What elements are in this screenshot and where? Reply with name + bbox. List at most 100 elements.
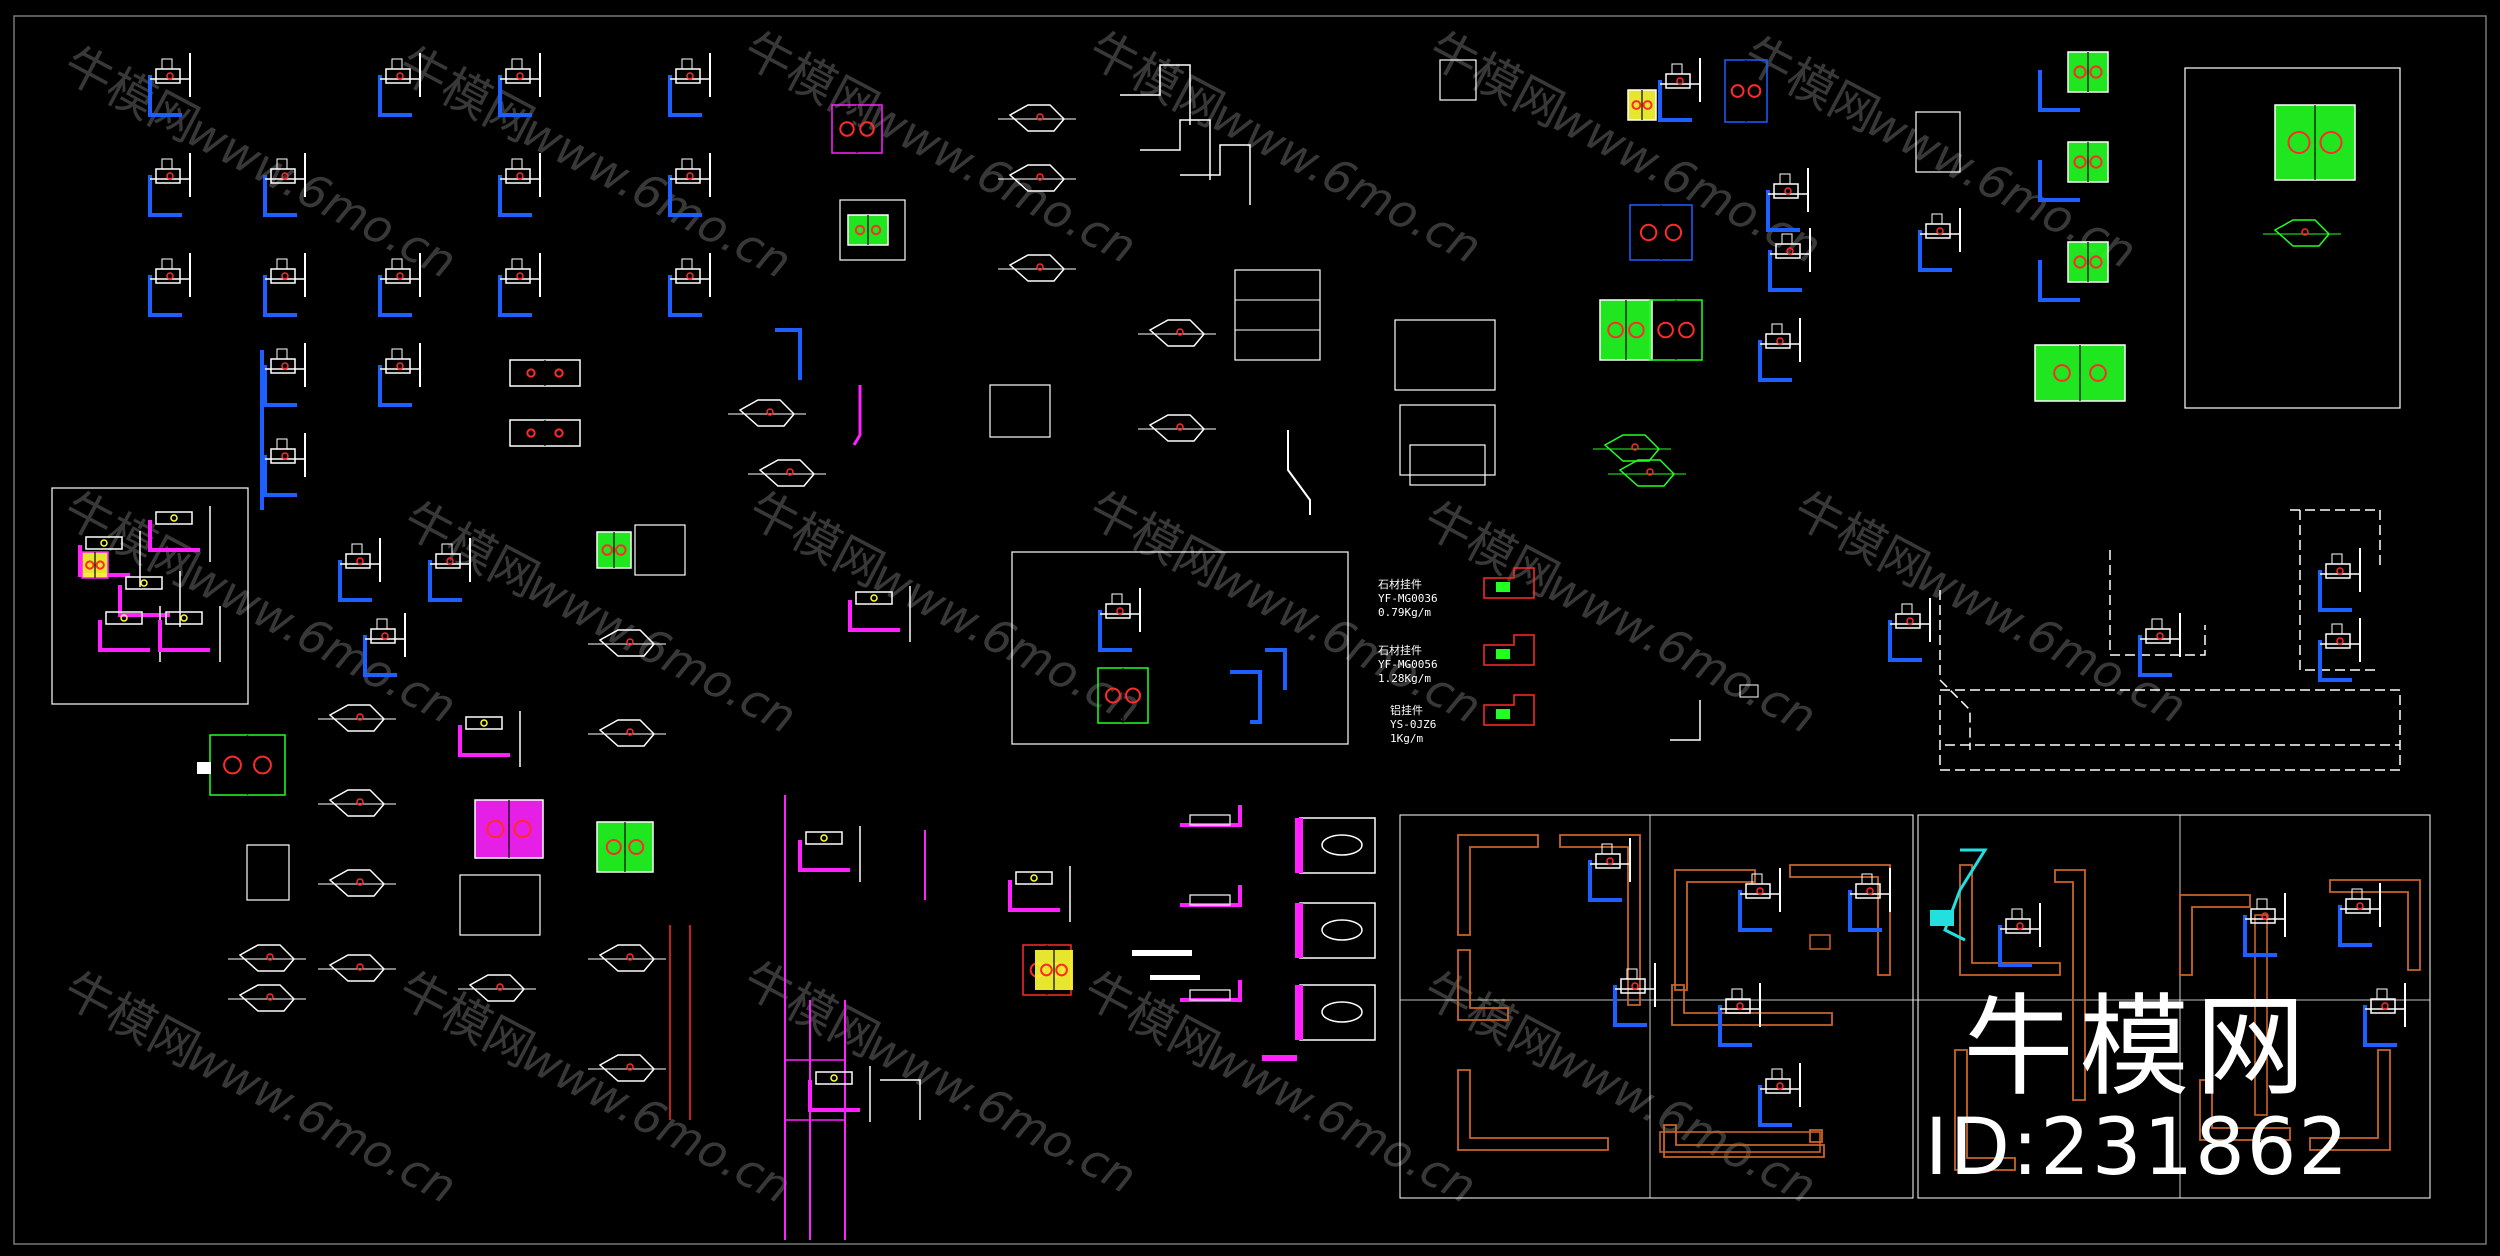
anchor-plate xyxy=(81,551,109,579)
anchor-plate xyxy=(2067,141,2109,183)
stone-corner-section xyxy=(1457,949,1509,1021)
bracket-detail xyxy=(148,253,191,317)
stone-corner-section xyxy=(1671,984,1833,1026)
connector-detail xyxy=(228,944,306,972)
bracket-detail xyxy=(2318,618,2361,682)
bracket-detail xyxy=(148,53,191,117)
t-bracket-detail xyxy=(798,826,861,882)
bracket-detail xyxy=(378,253,421,317)
connector-detail xyxy=(1138,414,1216,442)
bracket-detail xyxy=(2338,883,2381,947)
anchor-plate xyxy=(474,799,544,859)
anchor-plate xyxy=(2034,344,2126,402)
bracket-detail xyxy=(1738,868,1781,932)
stone-corner-section xyxy=(1457,1069,1609,1151)
connector-detail xyxy=(318,869,396,897)
stone-corner-section xyxy=(1809,1129,1823,1143)
bracket-detail xyxy=(263,433,306,497)
connector-detail xyxy=(998,254,1076,282)
stone-corner-section xyxy=(1663,1124,1825,1158)
t-bracket-detail xyxy=(1008,866,1071,922)
anchor-plate xyxy=(2067,51,2109,93)
connector-detail xyxy=(1138,319,1216,347)
stone-corner-section xyxy=(1789,864,1891,976)
annotation-note-3: 铝挂件 YS-0JZ6 1Kg/m xyxy=(1390,704,1437,745)
bracket-detail xyxy=(378,53,421,117)
connector-detail xyxy=(588,719,666,747)
bracket-detail xyxy=(378,343,421,407)
detail-frame xyxy=(2184,67,2401,409)
stone-corner-section xyxy=(2199,1079,2291,1141)
anchor-plate xyxy=(1649,299,1703,361)
bracket-detail xyxy=(1768,228,1811,292)
bracket-detail xyxy=(1588,838,1631,902)
anchor-plate xyxy=(1599,299,1653,361)
anchor-plate xyxy=(509,419,581,447)
brand-logo-text: 牛模网 xyxy=(1963,983,2312,1112)
bracket-detail xyxy=(1766,168,1809,232)
anchor-plate xyxy=(509,359,581,387)
bracket-detail xyxy=(1998,903,2041,967)
bracket-detail xyxy=(1918,208,1961,272)
stone-corner-section xyxy=(2309,1049,2391,1151)
anchor-plate xyxy=(1097,667,1149,724)
connector-detail xyxy=(1593,434,1671,462)
anchor-plate xyxy=(1035,950,1073,990)
stone-corner-section xyxy=(1674,869,1756,991)
stone-corner-section xyxy=(2054,869,2086,1101)
annotation-note-1: 石材挂件 YF-MG0036 0.79Kg/m xyxy=(1378,578,1438,619)
annotation-note-2: 石材挂件 YF-MG0056 1.28Kg/m xyxy=(1378,644,1438,685)
anchor-plate xyxy=(1724,59,1768,123)
t-bracket-detail xyxy=(118,571,181,627)
bracket-detail xyxy=(1098,588,1141,652)
t-bracket-detail xyxy=(158,606,221,662)
connector-detail xyxy=(998,164,1076,192)
stone-corner-section xyxy=(2179,894,2251,976)
connector-detail xyxy=(748,459,826,487)
anchor-plate xyxy=(2274,104,2356,181)
bracket-detail xyxy=(263,153,306,217)
stone-corner-section xyxy=(1559,834,1641,1006)
connector-detail xyxy=(318,704,396,732)
stone-corner-section xyxy=(2329,879,2421,971)
t-bracket-detail xyxy=(78,531,141,587)
asset-id: ID:231862 xyxy=(1924,1103,2350,1194)
connector-detail xyxy=(588,1054,666,1082)
anchor-plate xyxy=(2067,241,2109,283)
bracket-detail xyxy=(2363,983,2406,1047)
section-frame xyxy=(1917,814,2431,1199)
anchor-plate xyxy=(1627,89,1657,121)
anchor-plate xyxy=(1629,204,1693,261)
connector-detail xyxy=(1608,459,1686,487)
connector-detail xyxy=(318,954,396,982)
t-bracket-detail xyxy=(848,586,911,642)
bracket-detail xyxy=(1888,598,1931,662)
stone-corner-section xyxy=(1954,1049,2016,1171)
t-bracket-detail xyxy=(808,1066,871,1122)
connector-detail xyxy=(588,629,666,657)
detail-frame xyxy=(51,487,249,705)
connector-detail xyxy=(458,974,536,1002)
bracket-detail xyxy=(1758,318,1801,382)
t-bracket-detail xyxy=(148,506,211,562)
t-bracket-detail xyxy=(98,606,161,662)
bracket-detail xyxy=(263,253,306,317)
bracket-detail xyxy=(2243,893,2286,957)
bracket-detail xyxy=(1613,963,1656,1027)
bracket-detail xyxy=(263,343,306,407)
bracket-detail xyxy=(2138,613,2181,677)
stone-corner-section xyxy=(1959,864,2061,976)
bracket-detail xyxy=(668,53,711,117)
bracket-detail xyxy=(498,253,541,317)
section-frame xyxy=(1399,814,1914,1199)
bracket-detail xyxy=(498,53,541,117)
bracket-detail xyxy=(1658,58,1701,122)
bracket-detail xyxy=(1758,1063,1801,1127)
detail-frame xyxy=(1011,551,1349,745)
connector-detail xyxy=(2263,219,2341,247)
connector-detail xyxy=(998,104,1076,132)
connector-detail xyxy=(318,789,396,817)
bracket-detail xyxy=(1848,868,1891,932)
bracket-detail xyxy=(148,153,191,217)
